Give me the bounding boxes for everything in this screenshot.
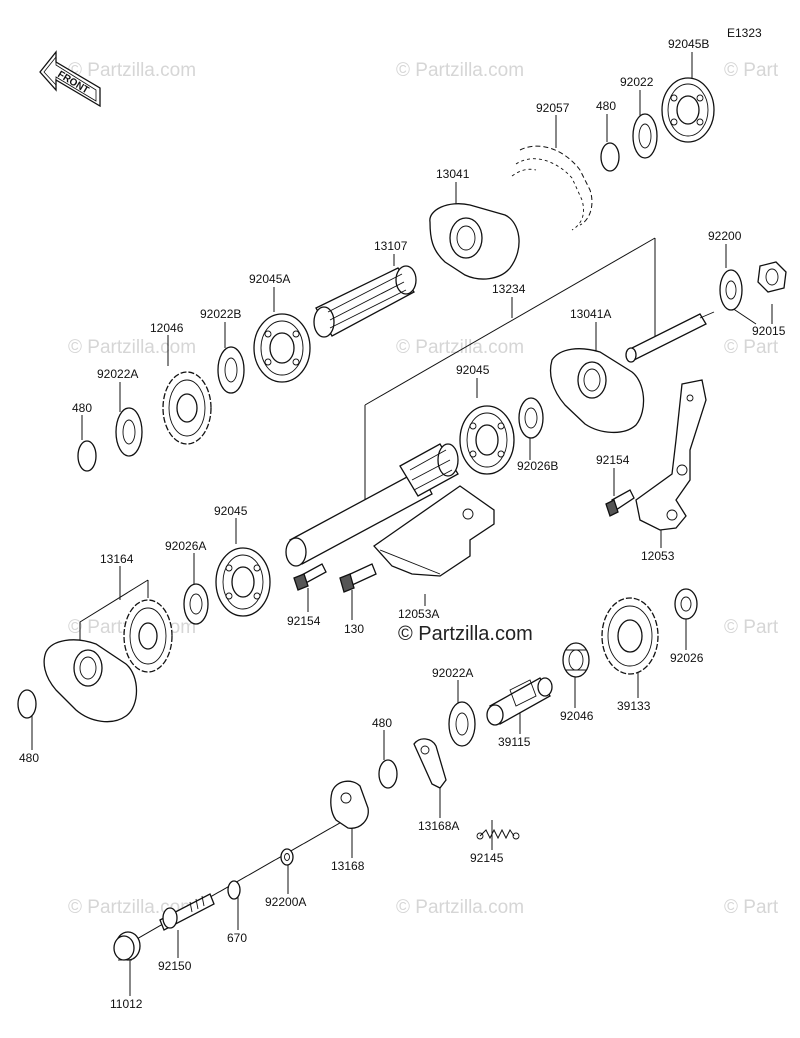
washer-92022a-low-icon bbox=[448, 701, 476, 747]
chain-92057-icon bbox=[511, 145, 593, 231]
parts-drawings bbox=[17, 77, 787, 961]
center-watermark: © Partzilla.com bbox=[398, 623, 533, 645]
plate-13168-icon bbox=[330, 780, 369, 829]
bolt-92150-icon bbox=[159, 893, 215, 931]
watermark: © Partzilla.com bbox=[396, 60, 524, 81]
bearing-92046-icon bbox=[562, 642, 590, 678]
shaft-13107-icon bbox=[313, 265, 417, 338]
washer-92026b-icon bbox=[518, 397, 544, 439]
part-label-92045[interactable]: 92045 bbox=[214, 504, 248, 518]
circlip-480-left-icon bbox=[77, 440, 97, 472]
part-label-480[interactable]: 480 bbox=[19, 751, 39, 765]
guide-13164-icon bbox=[43, 639, 138, 723]
circlip-480-bottom-icon bbox=[17, 689, 37, 719]
shaft-13234-icon bbox=[285, 443, 459, 567]
part-label-92045[interactable]: 92045 bbox=[456, 363, 490, 377]
part-label-670[interactable]: 670 bbox=[227, 931, 247, 945]
circlip-480-low-icon bbox=[378, 759, 398, 789]
part-label-13168a[interactable]: 13168A bbox=[418, 819, 459, 833]
watermark: © Partzilla.com bbox=[68, 337, 196, 358]
watermark: © Partzilla.com bbox=[396, 897, 524, 918]
washer-92022a-left-icon bbox=[115, 407, 143, 457]
part-label-12053[interactable]: 12053 bbox=[641, 549, 675, 563]
circlip-480-top-icon bbox=[600, 142, 620, 172]
cap-11012-icon bbox=[113, 931, 141, 961]
part-label-92026[interactable]: 92026 bbox=[670, 651, 704, 665]
part-label-11012[interactable]: 11012 bbox=[110, 997, 143, 1011]
part-label-13041[interactable]: 13041 bbox=[436, 167, 470, 181]
part-label-480[interactable]: 480 bbox=[596, 99, 616, 113]
part-label-92154[interactable]: 92154 bbox=[287, 614, 321, 628]
sprocket-39133-icon bbox=[601, 597, 659, 675]
part-labels: 92045B 92022 480 92057 13041 13107 92045… bbox=[19, 37, 786, 1011]
part-label-92046[interactable]: 92046 bbox=[560, 709, 594, 723]
part-label-92026a[interactable]: 92026A bbox=[165, 539, 206, 553]
diagram-code: E1323 bbox=[727, 26, 762, 40]
part-label-92022b[interactable]: 92022B bbox=[200, 307, 241, 321]
watermark: © Partzilla.com bbox=[396, 337, 524, 358]
washer-92026-icon bbox=[674, 588, 698, 620]
washer-92022b-icon bbox=[217, 346, 245, 394]
bearing-92045b-icon bbox=[661, 77, 715, 143]
bearing-92045-low-icon bbox=[215, 547, 271, 617]
shaft-39115-icon bbox=[486, 677, 553, 726]
bracket-12053a-icon bbox=[373, 485, 495, 577]
part-label-92022a[interactable]: 92022A bbox=[432, 666, 473, 680]
part-label-13041a[interactable]: 13041A bbox=[570, 307, 611, 321]
part-label-92015[interactable]: 92015 bbox=[752, 324, 786, 338]
part-label-92045b[interactable]: 92045B bbox=[668, 37, 709, 51]
part-label-92154[interactable]: 92154 bbox=[596, 453, 630, 467]
sprocket-13164-icon bbox=[123, 599, 173, 673]
bolt-92154-low-icon bbox=[293, 563, 327, 591]
washer-92200-icon bbox=[719, 269, 743, 311]
part-label-480[interactable]: 480 bbox=[372, 716, 392, 730]
part-label-39133[interactable]: 39133 bbox=[617, 699, 651, 713]
watermark: © Part bbox=[724, 60, 779, 81]
spring-92145-icon bbox=[476, 828, 520, 840]
pin-shaft-icon bbox=[625, 311, 715, 363]
part-label-92145[interactable]: 92145 bbox=[470, 851, 504, 865]
watermark: © Partzilla.com bbox=[68, 60, 196, 81]
part-label-92200[interactable]: 92200 bbox=[708, 229, 742, 243]
part-label-13164[interactable]: 13164 bbox=[100, 552, 134, 566]
washer-92022-icon bbox=[632, 113, 658, 159]
watermark: © Part bbox=[724, 337, 779, 358]
sprocket-12046-icon bbox=[162, 371, 212, 445]
watermark: © Part bbox=[724, 897, 779, 918]
bearing-92045a-icon bbox=[253, 313, 311, 383]
part-label-92026b[interactable]: 92026B bbox=[517, 459, 558, 473]
part-13041a-icon bbox=[549, 348, 645, 434]
washer-92200a-icon bbox=[280, 848, 294, 866]
bolt-130-icon bbox=[339, 563, 377, 593]
nut-92015-icon bbox=[757, 261, 787, 293]
bolt-92154-right-icon bbox=[605, 489, 635, 517]
part-label-13168[interactable]: 13168 bbox=[331, 859, 365, 873]
part-label-92045a[interactable]: 92045A bbox=[249, 272, 290, 286]
part-label-12046[interactable]: 12046 bbox=[150, 321, 184, 335]
part-label-92200a[interactable]: 92200A bbox=[265, 895, 306, 909]
lever-13168a-icon bbox=[413, 738, 447, 789]
part-label-92022a[interactable]: 92022A bbox=[97, 367, 138, 381]
part-label-92057[interactable]: 92057 bbox=[536, 101, 570, 115]
part-label-130[interactable]: 130 bbox=[344, 622, 364, 636]
part-label-12053a[interactable]: 12053A bbox=[398, 607, 439, 621]
part-label-92022[interactable]: 92022 bbox=[620, 75, 654, 89]
part-label-39115[interactable]: 39115 bbox=[498, 735, 531, 749]
watermark: © Part bbox=[724, 617, 779, 638]
bracket-12053-icon bbox=[635, 379, 707, 531]
part-label-13107[interactable]: 13107 bbox=[374, 239, 408, 253]
washer-92026a-icon bbox=[183, 583, 209, 625]
part-label-92150[interactable]: 92150 bbox=[158, 959, 192, 973]
part-label-13234[interactable]: 13234 bbox=[492, 282, 526, 296]
part-13041-icon bbox=[429, 203, 520, 280]
bearing-92045-mid-icon bbox=[459, 405, 515, 475]
oring-670-icon bbox=[227, 880, 241, 900]
part-label-480[interactable]: 480 bbox=[72, 401, 92, 415]
